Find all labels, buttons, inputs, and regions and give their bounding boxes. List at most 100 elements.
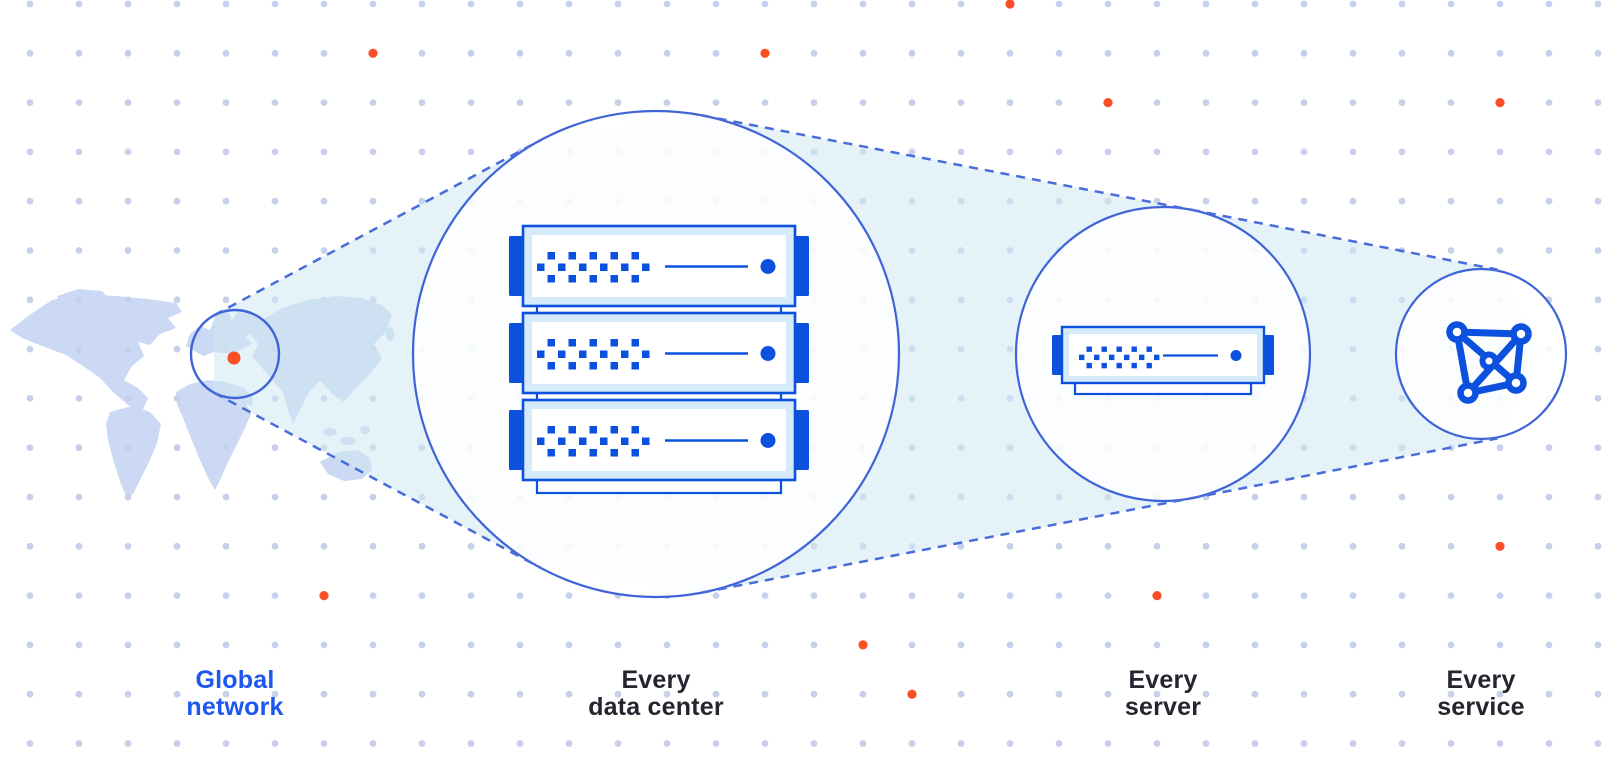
grid-dot — [1398, 148, 1406, 156]
grid-dot — [1349, 197, 1357, 205]
grid-dot — [712, 0, 720, 8]
server-stack-icon — [509, 224, 809, 495]
grid-dot — [908, 99, 916, 106]
grid-dot — [75, 197, 83, 205]
led-dot — [1079, 354, 1085, 361]
mesh-node — [1510, 323, 1532, 345]
grid-dot — [1447, 542, 1455, 550]
server-status-led — [760, 259, 776, 274]
grid-dot — [271, 49, 279, 57]
led-dot — [547, 275, 555, 283]
grid-dot — [1349, 641, 1357, 649]
grid-dot — [1447, 99, 1455, 106]
grid-dot — [418, 592, 426, 599]
led-dot — [1101, 346, 1107, 352]
grid-dot — [1398, 0, 1406, 8]
grid-dot — [1496, 690, 1504, 698]
grid-dot — [1349, 493, 1357, 501]
grid-dot — [75, 296, 83, 304]
grid-dot — [1104, 690, 1112, 698]
dashed-line — [213, 138, 542, 317]
zoom-dashed-lines — [213, 114, 1498, 594]
grid-dot — [663, 690, 671, 698]
grid-dot — [1202, 690, 1210, 698]
led-dot — [610, 252, 618, 260]
grid-dot — [173, 99, 181, 106]
led-dot — [537, 263, 545, 271]
led-dot — [547, 426, 555, 434]
grid-dot — [1251, 0, 1259, 8]
grid-dot — [1300, 49, 1308, 57]
grid-dot — [1447, 148, 1455, 156]
led-dot — [621, 263, 629, 271]
led-dot — [610, 426, 618, 434]
grid-dot — [1104, 148, 1112, 156]
grid-dot — [418, 99, 426, 106]
grid-dot — [271, 197, 279, 205]
led-dot — [558, 437, 566, 445]
grid-dot — [467, 740, 475, 747]
grid-dot — [124, 542, 132, 550]
grid-dot — [271, 592, 279, 599]
grid-dot — [859, 49, 867, 57]
grid-dot — [957, 641, 965, 649]
label-line: network — [186, 693, 284, 721]
led-dot — [579, 437, 587, 445]
led-dot — [568, 362, 576, 370]
grid-dot — [75, 345, 83, 353]
grid-dot — [712, 740, 720, 747]
mesh-node — [1505, 372, 1527, 394]
grid-dot — [173, 740, 181, 747]
grid-dot — [1594, 148, 1602, 156]
grid-dot — [75, 0, 83, 8]
grid-dot — [124, 296, 132, 304]
grid-dot — [1055, 592, 1063, 599]
grid-dot — [222, 247, 230, 254]
grid-dot — [565, 690, 573, 698]
orange-grid-dot — [319, 591, 329, 601]
grid-dot — [1153, 49, 1161, 57]
grid-dot — [271, 690, 279, 698]
grid-dot — [1545, 444, 1553, 452]
grid-dot — [957, 690, 965, 698]
grid-dot — [1545, 99, 1553, 106]
label-line: Global — [195, 666, 275, 694]
grid-dot — [1006, 49, 1014, 57]
grid-dot — [222, 690, 230, 698]
grid-dot — [1447, 592, 1455, 599]
led-dot — [1094, 354, 1100, 361]
dashed-line — [1190, 437, 1498, 500]
grid-dot — [565, 49, 573, 57]
grid-dot — [467, 49, 475, 57]
grid-dot — [26, 148, 34, 156]
grid-dot — [418, 148, 426, 156]
led-dot — [642, 350, 650, 358]
grid-dot — [222, 99, 230, 106]
grid-dot — [1055, 740, 1063, 747]
grid-dot — [467, 0, 475, 8]
grid-dot — [1251, 641, 1259, 649]
grid-dot — [173, 345, 181, 353]
grid-dot — [1153, 0, 1161, 8]
grid-dot — [1447, 247, 1455, 254]
led-dot — [631, 275, 639, 283]
led-dot — [1109, 354, 1115, 361]
led-dot — [568, 449, 576, 457]
led-dot — [568, 339, 576, 347]
grid-dot — [614, 49, 622, 57]
grid-dot — [712, 641, 720, 649]
grid-dot — [369, 148, 377, 156]
led-dot — [547, 252, 555, 260]
grid-dot — [1104, 49, 1112, 57]
grid-dot — [124, 690, 132, 698]
grid-dot — [1055, 99, 1063, 106]
grid-dot — [1202, 641, 1210, 649]
grid-dot — [908, 740, 916, 747]
grid-dot — [75, 395, 83, 402]
orange-grid-dot — [1495, 541, 1505, 551]
label-line: Every — [1446, 666, 1516, 694]
grid-dot — [957, 49, 965, 57]
grid-dot — [1055, 542, 1063, 550]
grid-dot — [222, 542, 230, 550]
grid-dot — [369, 641, 377, 649]
